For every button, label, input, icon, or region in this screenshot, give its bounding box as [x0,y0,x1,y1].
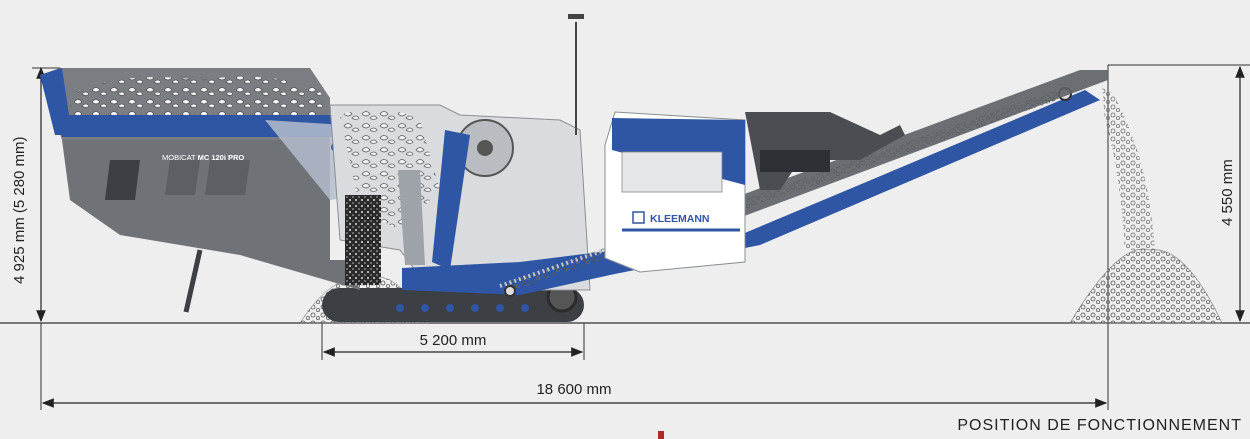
accent-marker [658,431,664,439]
crusher-machine: MOBICAT MC 120i PRO KLEEMANN [40,14,1223,324]
support-leg [183,249,203,313]
jaw-plate-fixed [398,170,425,265]
model-prefix: MOBICAT [162,153,196,162]
crawler-track [322,288,584,322]
height-right-label: 4 550 mm [1219,159,1236,226]
chassis-window-3 [205,160,250,195]
brand-logo-box [632,211,645,224]
power-unit-grille [621,151,723,193]
height-left-label: 4 925 mm (5 280 mm) [11,136,28,284]
chassis-window-2 [165,160,200,195]
chassis-window-1 [105,160,140,200]
stockpile [1069,248,1223,324]
track-length-label: 5 200 mm [420,332,487,349]
falling-material [1102,85,1155,250]
discharge-chute [345,195,381,285]
jaw-plate-moving [432,130,470,270]
hydraulic-cylinder [760,150,830,172]
main-conveyor [402,90,1100,295]
conveyor-tail-pulley [504,285,516,297]
model-label: MOBICAT MC 120i PRO [162,153,244,162]
track-rollers [396,304,529,312]
model-name: MC 120i PRO [198,153,245,162]
total-length-label: 18 600 mm [536,381,611,398]
operating-position-caption: POSITION DE FONCTIONNEMENT [957,417,1242,434]
antenna-top [568,14,584,19]
flywheel-hub [477,140,493,156]
brand-label: KLEEMANN [650,213,710,225]
